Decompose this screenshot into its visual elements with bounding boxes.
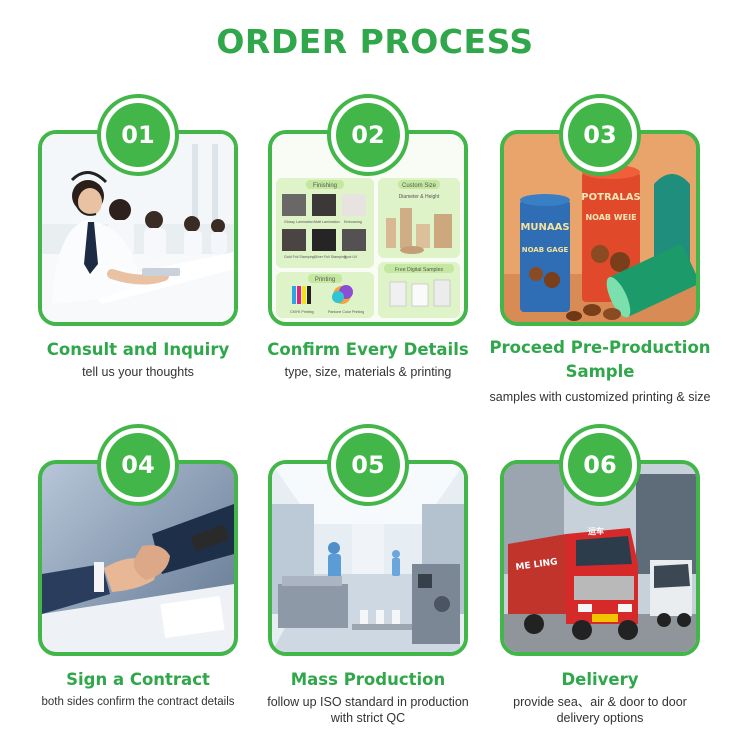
diameter-height-label: Diameter & Height [399, 194, 440, 200]
pantone-label: Pantone Color Printing [328, 310, 364, 314]
step-title-06: Delivery [561, 670, 639, 689]
spot-uv-label: Spot UV [344, 255, 358, 259]
finishing-label: Finishing [313, 183, 337, 189]
truck-cab-text: 运车 [588, 526, 604, 536]
gold-foil-label: Gold Foil Stamping [284, 255, 315, 259]
printing-label: Printing [315, 277, 335, 283]
step-image-04 [38, 460, 238, 656]
step-desc-05-line2: with strict QC [330, 711, 406, 725]
left-can-subtext: NOAB GAGE [522, 246, 569, 254]
step-desc-05: follow up ISO standard in production wit… [228, 694, 508, 726]
step-desc-01: tell us your thoughts [82, 365, 194, 379]
step-desc-06-line1: provide sea、air & door to door [513, 695, 687, 709]
step-image-03: MUNAAS NOAB GAGE POTRALAS NOAB WEIE [500, 130, 700, 326]
step-title-04: Sign a Contract [66, 670, 210, 689]
step-title-01: Consult and Inquiry [46, 340, 230, 359]
step-desc-02: type, size, materials & printing [284, 365, 452, 379]
step-title-03-line1: Proceed Pre-Production [489, 338, 711, 357]
step-number-04: 04 [106, 433, 170, 497]
options-chart: Finishing Glossy Lamination Matt Laminat… [272, 134, 464, 322]
step-image-02: Finishing Glossy Lamination Matt Laminat… [268, 130, 468, 326]
step-number-06: 06 [568, 433, 632, 497]
step-desc-06-line2: delivery options [556, 711, 644, 725]
step-image-06: ME LING 运车 [500, 460, 700, 656]
cmyk-label: CMYK Printing [290, 310, 314, 314]
embossing-label: Embossing [344, 220, 362, 224]
handshake-scene [42, 464, 234, 652]
factory-scene [272, 464, 464, 652]
matt-label: Matt Lamination [314, 220, 340, 224]
silver-foil-label: Silver Foil Stamping [314, 255, 346, 259]
step-title-02: Confirm Every Details [267, 340, 469, 359]
middle-can-text: POTRALAS [581, 192, 640, 203]
custom-size-label: Custom Size [402, 183, 437, 189]
page-title: ORDER PROCESS [216, 22, 534, 61]
glossy-label: Glossy Lamination [284, 220, 314, 224]
step-number-03: 03 [568, 103, 632, 167]
truck-delivery-scene: ME LING 运车 [504, 464, 696, 652]
step-title-03-line2: Sample [565, 362, 635, 381]
step-number-01: 01 [106, 103, 170, 167]
free-samples-label: Free Digital Samples [395, 267, 444, 273]
step-title-03: Proceed Pre-Production Sample [470, 336, 730, 384]
step-title-05: Mass Production [290, 670, 446, 689]
left-can-text: MUNAAS [520, 222, 569, 233]
step-desc-05-line1: follow up ISO standard in production [267, 695, 469, 709]
step-number-02: 02 [336, 103, 400, 167]
step-desc-06: provide sea、air & door to door delivery … [460, 694, 740, 726]
step-desc-04: both sides confirm the contract details [41, 696, 235, 708]
step-number-05: 05 [336, 433, 400, 497]
step-desc-03: samples with customized printing & size [489, 390, 711, 404]
middle-can-subtext: NOAB WEIE [585, 213, 636, 222]
